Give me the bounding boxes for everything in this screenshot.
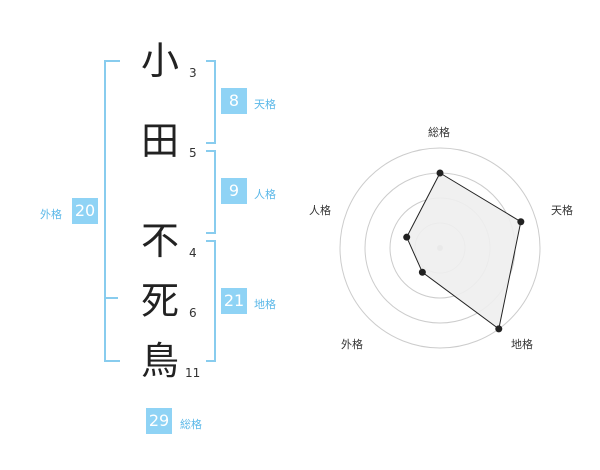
name-char-5: 鳥	[140, 339, 179, 383]
name-char-3: 不	[140, 219, 179, 263]
soukaku-badge: 29	[146, 408, 172, 434]
radar-grid-ring-1	[339, 147, 541, 349]
gaikaku-badge: 20	[72, 198, 98, 224]
radar-label-tenkaku: 天格	[551, 204, 573, 217]
gaikaku-bracket-tick	[106, 297, 118, 299]
radar-point-3	[495, 325, 503, 333]
stroke-count-3: 4	[189, 246, 197, 260]
radar-point-4	[418, 268, 426, 276]
tenkaku-badge: 8	[221, 88, 247, 114]
jinkaku-badge: 9	[221, 178, 247, 204]
radar-label-gaikaku: 外格	[341, 338, 363, 351]
name-char-1: 小	[140, 39, 179, 83]
radar-label-jinkaku: 人格	[309, 204, 331, 217]
jinkaku-label: 人格	[254, 188, 276, 201]
gaikaku-label: 外格	[40, 208, 62, 221]
radar-label-chikaku: 地格	[511, 338, 533, 351]
radar-point-2	[517, 218, 525, 226]
tenkaku-label: 天格	[254, 98, 276, 111]
stroke-count-2: 5	[189, 146, 197, 160]
name-char-2: 田	[140, 119, 179, 163]
tenkaku-bracket	[206, 60, 216, 144]
name-char-4: 死	[140, 279, 179, 323]
radar-point-5	[403, 233, 411, 241]
stroke-count-5: 11	[185, 366, 201, 380]
soukaku-label: 総格	[180, 418, 202, 431]
stroke-count-1: 3	[189, 66, 197, 80]
gaikaku-bracket	[104, 60, 120, 362]
radar-label-soukaku: 総格	[428, 126, 450, 139]
radar-point-1	[436, 169, 444, 177]
stroke-count-4: 6	[189, 306, 197, 320]
chikaku-bracket	[206, 240, 216, 362]
chikaku-label: 地格	[254, 298, 276, 311]
chikaku-badge: 21	[221, 288, 247, 314]
jinkaku-bracket	[206, 150, 216, 234]
radar-polygon	[406, 172, 522, 330]
